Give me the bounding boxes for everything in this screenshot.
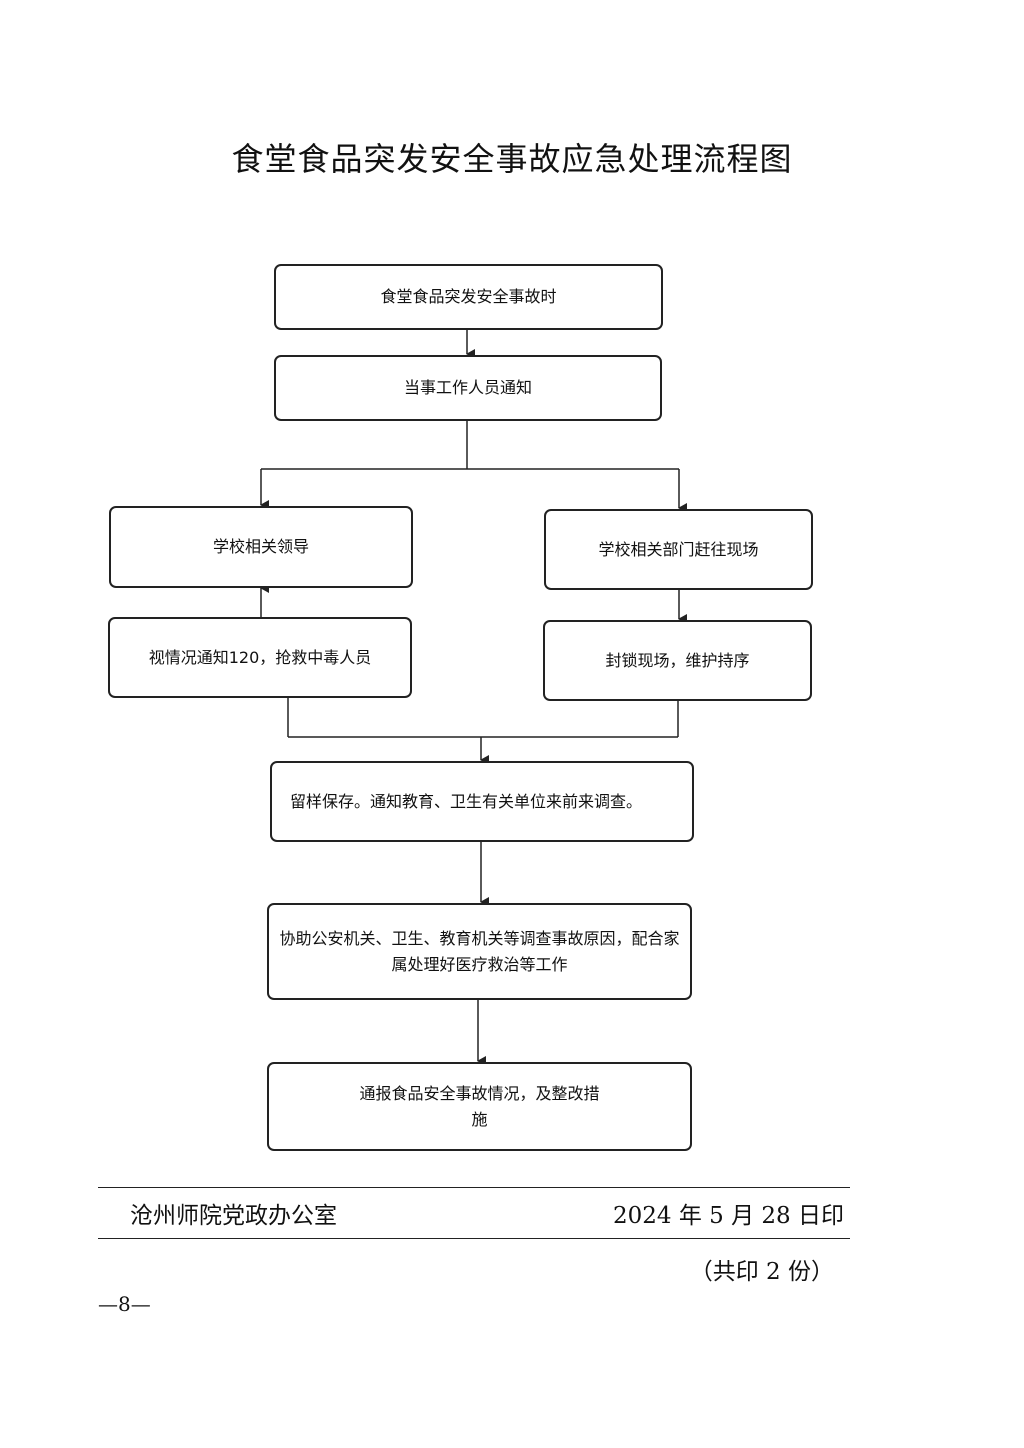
flow-step-investigation: 协助公安机关、卫生、教育机关等调查事故原因，配合家属处理好医疗救治等工作 xyxy=(267,903,692,1000)
footer-rule-bottom xyxy=(98,1238,850,1239)
flow-step-report: 通报食品安全事故情况，及整改措施 xyxy=(267,1062,692,1151)
page-title: 食堂食品突发安全事故应急处理流程图 xyxy=(231,140,793,178)
flow-step-departments: 学校相关部门赶往现场 xyxy=(544,509,813,590)
flow-step-label: 通报食品安全事故情况，及整改措施 xyxy=(359,1083,600,1129)
flow-step-samples: 留样保存。通知教育、卫生有关单位来前来调查。 xyxy=(270,761,694,842)
flow-step-label: 学校相关部门赶往现场 xyxy=(598,539,759,559)
flow-step-label: 协助公安机关、卫生、教育机关等调查事故原因，配合家属处理好医疗救治等工作 xyxy=(279,928,680,974)
flow-step-label: 当事工作人员通知 xyxy=(403,378,532,397)
flow-step-label: 视情况通知120，抢救中毒人员 xyxy=(148,647,372,667)
flow-step-rescue: 视情况通知120，抢救中毒人员 xyxy=(108,617,412,698)
flow-step-seal-scene: 封锁现场，维护持序 xyxy=(543,620,812,701)
footer-copies: （共印 2 份） xyxy=(689,1259,834,1285)
flow-step-label: 留样保存。通知教育、卫生有关单位来前来调查。 xyxy=(290,791,643,811)
flow-step-notify: 当事工作人员通知 xyxy=(274,355,662,421)
flow-step-label: 学校相关领导 xyxy=(212,537,309,556)
flow-step-label: 食堂食品突发安全事故时 xyxy=(380,287,557,306)
flow-step-leaders: 学校相关领导 xyxy=(109,506,413,588)
footer-rule-top xyxy=(98,1187,850,1188)
footer-print-date: 2024 年 5 月 28 日印 xyxy=(613,1203,844,1229)
page-number: —8— xyxy=(98,1292,151,1316)
footer-organization: 沧州师院党政办公室 xyxy=(130,1203,337,1229)
flow-step-incident: 食堂食品突发安全事故时 xyxy=(274,264,663,330)
flow-step-label: 封锁现场，维护持序 xyxy=(605,650,750,670)
